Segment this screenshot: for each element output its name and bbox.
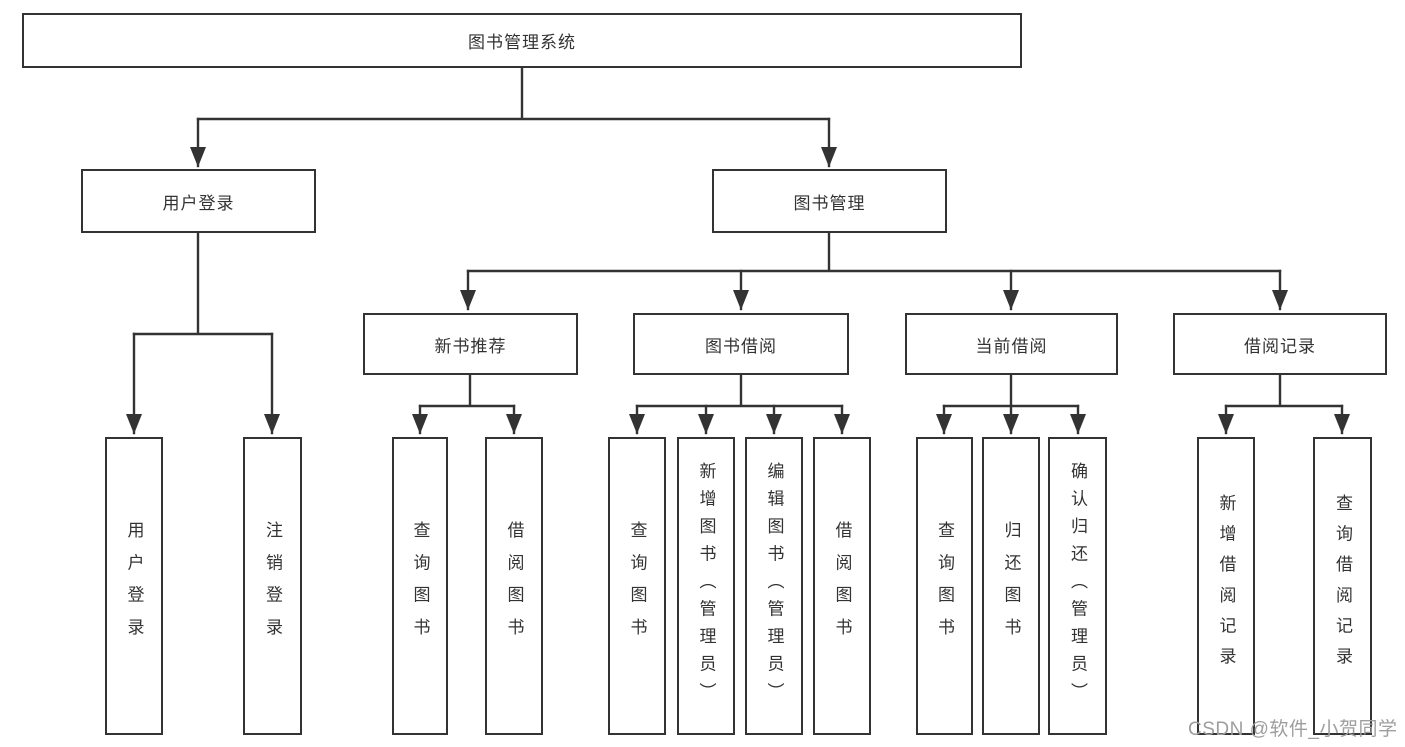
leaf-query-books-current: 查询图书 bbox=[916, 437, 973, 735]
node-root-library-system: 图书管理系统 bbox=[22, 13, 1022, 68]
node-label: 查询图书 bbox=[627, 521, 647, 651]
edge-mgmt-bus bbox=[466, 231, 1282, 273]
node-label: 新书推荐 bbox=[434, 336, 507, 356]
node-label: 借阅记录 bbox=[1244, 336, 1316, 356]
csdn-watermark: CSDN @软件_小贺同学 bbox=[1188, 719, 1398, 740]
edge-newbook-bus bbox=[418, 373, 516, 408]
node-label: 图书管理 bbox=[793, 193, 866, 213]
node-label: 图书借阅 bbox=[705, 336, 777, 356]
leaf-query-borrow-record: 查询借阅记录 bbox=[1313, 437, 1372, 735]
node-label: 查询借阅记录 bbox=[1333, 494, 1352, 678]
node-label: 借阅图书 bbox=[504, 521, 524, 651]
edge-borrow-bus bbox=[635, 373, 844, 408]
node-new-book-recommend: 新书推荐 bbox=[363, 313, 578, 375]
node-label: 借阅图书 bbox=[832, 521, 852, 651]
node-user-login: 用户登录 bbox=[81, 169, 316, 233]
leaf-return-books: 归还图书 bbox=[982, 437, 1040, 735]
node-label: 查询图书 bbox=[410, 521, 430, 651]
node-label: 查询图书 bbox=[935, 521, 954, 651]
node-label: 新增图书（管理员） bbox=[696, 462, 716, 710]
node-label: 用户登录 bbox=[124, 521, 144, 651]
node-label: 归还图书 bbox=[1001, 521, 1021, 651]
leaf-borrow-books: 借阅图书 bbox=[813, 437, 871, 735]
node-label: 当前借阅 bbox=[975, 336, 1048, 356]
node-label: 确认归还（管理员） bbox=[1068, 462, 1087, 710]
node-label: 新增借阅记录 bbox=[1216, 494, 1236, 678]
node-borrow-records: 借阅记录 bbox=[1173, 313, 1387, 375]
node-book-management: 图书管理 bbox=[712, 169, 947, 233]
leaf-confirm-return-admin: 确认归还（管理员） bbox=[1048, 437, 1107, 735]
leaf-add-borrow-record: 新增借阅记录 bbox=[1197, 437, 1255, 735]
leaf-user-login: 用户登录 bbox=[105, 437, 163, 735]
node-label: 图书管理系统 bbox=[468, 33, 576, 52]
edge-records-bus bbox=[1224, 373, 1344, 408]
edge-root-bus bbox=[196, 66, 831, 121]
leaf-query-books-recommend: 查询图书 bbox=[392, 437, 448, 735]
leaf-borrow-books-recommend: 借阅图书 bbox=[485, 437, 543, 735]
node-label: 用户登录 bbox=[162, 193, 235, 213]
edge-login-bus bbox=[132, 231, 274, 336]
node-current-borrow: 当前借阅 bbox=[905, 313, 1118, 375]
leaf-edit-book-admin: 编辑图书（管理员） bbox=[745, 437, 803, 735]
leaf-add-book-admin: 新增图书（管理员） bbox=[677, 437, 735, 735]
leaf-query-books-borrow: 查询图书 bbox=[608, 437, 666, 735]
node-label: 编辑图书（管理员） bbox=[764, 462, 784, 710]
edge-current-bus bbox=[942, 373, 1080, 408]
node-label: 注销登录 bbox=[263, 521, 282, 651]
leaf-logout: 注销登录 bbox=[243, 437, 302, 735]
node-book-borrow: 图书借阅 bbox=[633, 313, 849, 375]
